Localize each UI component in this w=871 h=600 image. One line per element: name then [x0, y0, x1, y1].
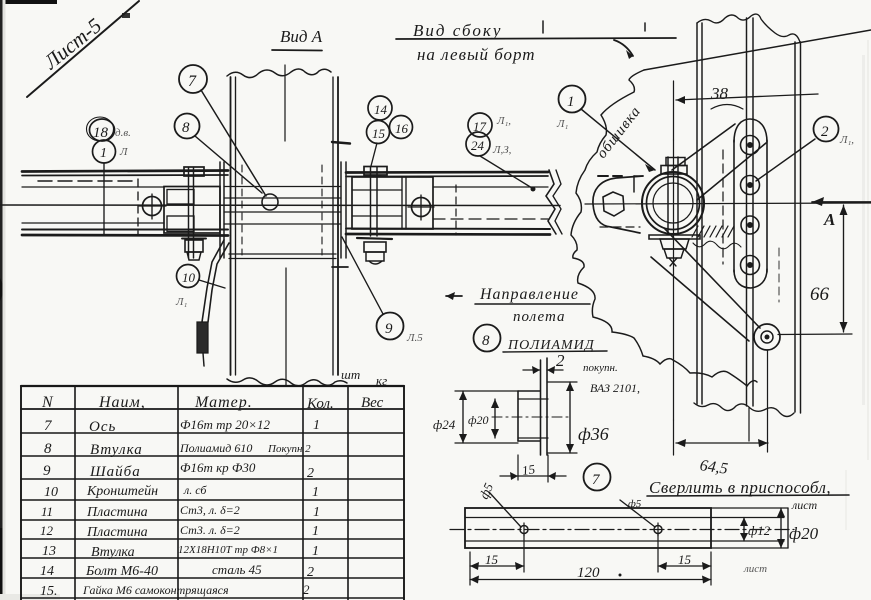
svg-text:ф5: ф5 — [628, 498, 642, 510]
svg-text:8: 8 — [44, 441, 52, 457]
svg-text:Кронштейн: Кронштейн — [86, 484, 158, 499]
svg-text:сталь 45: сталь 45 — [212, 562, 262, 577]
svg-text:Покупн 2: Покупн 2 — [267, 443, 311, 455]
svg-text:9: 9 — [385, 321, 393, 337]
svg-text:ф24: ф24 — [433, 417, 456, 432]
svg-text:15: 15 — [521, 461, 536, 478]
svg-text:на левый борт: на левый борт — [417, 45, 536, 64]
svg-text:Пластина: Пластина — [86, 525, 148, 540]
svg-text:Ось: Ось — [89, 419, 116, 435]
svg-text:Матер.: Матер. — [194, 394, 253, 411]
svg-text:11: 11 — [41, 504, 53, 519]
svg-text:кг: кг — [376, 373, 387, 388]
svg-text:38: 38 — [710, 84, 729, 103]
svg-text:16: 16 — [395, 121, 409, 136]
svg-text:7: 7 — [592, 472, 601, 488]
svg-text:9: 9 — [43, 463, 51, 479]
svg-text:шт: шт — [341, 367, 360, 382]
svg-text:2: 2 — [307, 466, 314, 481]
svg-text:л. сб: л. сб — [183, 483, 207, 497]
svg-text:Сверлить в приспособл,: Сверлить в приспособл, — [649, 478, 831, 497]
svg-text:Вид сбоку: Вид сбоку — [413, 21, 502, 40]
svg-text:ф12: ф12 — [748, 523, 771, 538]
svg-text:1: 1 — [567, 94, 575, 110]
svg-text:2: 2 — [821, 124, 829, 140]
svg-text:15: 15 — [372, 126, 386, 141]
svg-text:Вес: Вес — [361, 395, 384, 411]
svg-text:Л₁: Л₁ — [556, 118, 568, 130]
svg-text:Л₁,: Л₁, — [839, 134, 854, 146]
svg-text:Втулка: Втулка — [91, 545, 135, 560]
svg-text:Шайба: Шайба — [89, 464, 141, 480]
svg-text:Пластина: Пластина — [86, 505, 148, 520]
svg-text:24: 24 — [471, 138, 485, 153]
svg-text:ф20: ф20 — [789, 524, 819, 543]
svg-text:8: 8 — [482, 333, 490, 349]
svg-text:15.: 15. — [40, 584, 58, 599]
svg-text:1: 1 — [313, 418, 320, 433]
svg-text:ВАЗ 2101,: ВАЗ 2101, — [590, 381, 640, 395]
svg-text:18: 18 — [93, 125, 109, 141]
svg-text:120: 120 — [577, 565, 600, 581]
svg-text:ф5: ф5 — [476, 480, 496, 501]
svg-text:14: 14 — [374, 102, 388, 117]
svg-text:Наим,: Наим, — [98, 394, 146, 411]
svg-text:Л,З,: Л,З, — [492, 144, 512, 156]
svg-text:Ст3, л. δ=2: Ст3, л. δ=2 — [180, 503, 240, 517]
svg-text:12: 12 — [40, 523, 54, 538]
svg-text:Л.5: Л.5 — [406, 332, 423, 344]
svg-text:Л₁: Л₁ — [175, 296, 187, 308]
svg-text:покупн.: покупн. — [583, 362, 618, 374]
svg-text:1: 1 — [312, 544, 319, 559]
svg-text:ф36: ф36 — [578, 424, 609, 444]
svg-text:полета: полета — [513, 309, 566, 325]
svg-text:Ст3. л. δ=2: Ст3. л. δ=2 — [180, 523, 240, 537]
svg-text:13: 13 — [42, 544, 56, 559]
svg-text:лист: лист — [743, 563, 767, 575]
svg-text:Болт М6-40: Болт М6-40 — [85, 564, 158, 579]
svg-text:Ф16т кр Ф30: Ф16т кр Ф30 — [180, 460, 256, 475]
svg-text:2: 2 — [556, 351, 565, 370]
svg-text:А: А — [823, 210, 835, 229]
svg-text:12Х18Н10Т тр Ф8×1: 12Х18Н10Т тр Ф8×1 — [178, 544, 278, 556]
svg-text:Направление: Направление — [479, 286, 579, 303]
svg-text:15: 15 — [678, 552, 692, 567]
svg-text:ф20: ф20 — [468, 413, 489, 427]
svg-text:7: 7 — [44, 418, 53, 434]
svg-text:10: 10 — [44, 485, 58, 500]
svg-text:N: N — [41, 394, 54, 411]
svg-text:17: 17 — [473, 119, 487, 134]
svg-text:2: 2 — [303, 582, 310, 597]
svg-text:1: 1 — [312, 485, 319, 500]
svg-text:Ф16т тр 20×12: Ф16т тр 20×12 — [180, 417, 271, 432]
svg-text:64,5: 64,5 — [699, 457, 729, 478]
svg-text:15: 15 — [485, 552, 499, 567]
svg-text:Кол.: Кол. — [306, 396, 334, 412]
svg-text:1: 1 — [312, 524, 319, 539]
svg-text:14: 14 — [40, 564, 54, 579]
svg-text:Полиамид 610: Полиамид 610 — [179, 441, 252, 455]
svg-text:д.в.: д.в. — [115, 127, 131, 139]
svg-text:лист: лист — [791, 498, 818, 512]
svg-text:ПОЛИАМИД: ПОЛИАМИД — [507, 338, 595, 353]
svg-text:2: 2 — [307, 565, 314, 580]
svg-text:10: 10 — [182, 270, 196, 285]
svg-text:Гайка М6 самоконтрящаяся: Гайка М6 самоконтрящаяся — [82, 583, 229, 597]
svg-text:7: 7 — [188, 73, 197, 90]
svg-text:Втулка: Втулка — [90, 442, 143, 458]
svg-text:66: 66 — [810, 284, 830, 305]
svg-text:Л: Л — [119, 146, 128, 158]
svg-text:8: 8 — [182, 120, 190, 136]
svg-text:1: 1 — [100, 146, 107, 161]
svg-text:1: 1 — [313, 505, 320, 520]
svg-text:Вид А: Вид А — [280, 27, 323, 46]
svg-text:Л₁,: Л₁, — [496, 115, 511, 127]
